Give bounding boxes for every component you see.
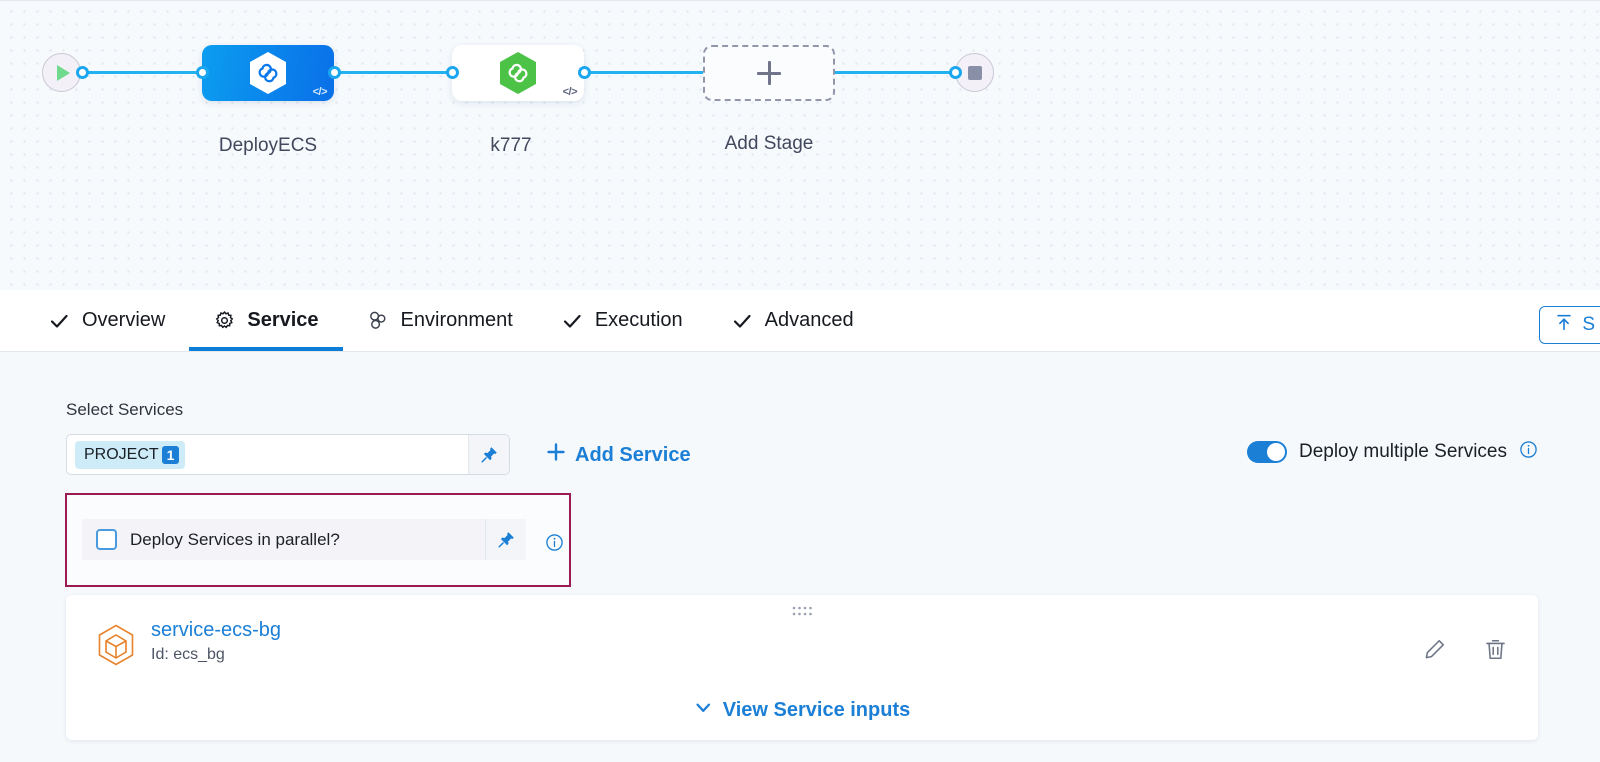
canvas-top-divider	[0, 0, 1600, 1]
tab-label: Service	[247, 309, 319, 331]
stage1-input-port[interactable]	[196, 66, 209, 79]
stage-node-deployecs[interactable]: </>	[202, 45, 334, 101]
selected-service-tag-label: PROJECT	[84, 445, 159, 463]
pin-button-services[interactable]	[468, 435, 509, 474]
service-select-input[interactable]: PROJECT 1	[66, 434, 510, 475]
stage-hexagon-icon	[500, 52, 536, 94]
parallel-deploy-row[interactable]: Deploy Services in parallel?	[82, 519, 526, 560]
service-card-actions	[1422, 637, 1508, 667]
edge-stage1-to-stage2	[334, 71, 459, 74]
service-name-link[interactable]: service-ecs-bg	[151, 619, 282, 641]
code-view-icon[interactable]: </>	[562, 86, 578, 98]
edge-start-to-stage1	[86, 71, 206, 74]
stage-tabbar: Overview Service Environment	[0, 290, 1600, 352]
selected-service-tag[interactable]: PROJECT 1	[75, 440, 186, 469]
add-stage-label: Add Stage	[724, 133, 814, 154]
stage2-output-port[interactable]	[578, 66, 591, 79]
view-service-inputs-button[interactable]: View Service inputs	[694, 698, 911, 723]
edge-stage2-to-addstage	[583, 71, 713, 74]
stage-label-k777: k777	[490, 135, 532, 156]
play-icon	[57, 64, 70, 81]
cluster-icon	[367, 310, 389, 332]
view-service-inputs-label: View Service inputs	[722, 699, 911, 721]
deploy-multiple-services-row[interactable]: Deploy multiple Services	[1246, 440, 1538, 464]
stage2-input-port[interactable]	[446, 66, 459, 79]
selected-service-tag-count: 1	[161, 445, 180, 464]
select-services-label: Select Services	[66, 400, 184, 419]
tab-environment[interactable]: Environment	[343, 290, 537, 351]
deploy-multiple-services-label: Deploy multiple Services	[1298, 441, 1507, 462]
add-service-button[interactable]: Add Service	[546, 442, 691, 468]
chevron-down-icon	[694, 698, 713, 723]
deploy-parallel-label: Deploy Services in parallel?	[130, 529, 340, 549]
drag-handle-icon[interactable]	[792, 604, 812, 622]
stop-icon	[967, 65, 982, 80]
stage-hexagon-icon	[250, 52, 286, 94]
edge-addstage-to-end	[830, 71, 965, 74]
check-icon	[561, 310, 583, 332]
stage-node-k777[interactable]: </>	[452, 45, 584, 101]
edit-icon[interactable]	[1422, 637, 1447, 667]
tab-advanced[interactable]: Advanced	[707, 290, 878, 351]
start-node[interactable]	[42, 53, 81, 92]
service-hexagon-icon	[97, 624, 135, 671]
start-node-port[interactable]	[76, 66, 89, 79]
deploy-parallel-checkbox[interactable]	[96, 529, 117, 550]
end-node-port[interactable]	[949, 66, 962, 79]
tab-label: Advanced	[764, 309, 854, 331]
tab-service[interactable]: Service	[189, 290, 343, 351]
export-button[interactable]: S	[1539, 306, 1600, 344]
parallel-deploy-highlight: Deploy Services in parallel?	[65, 493, 571, 587]
add-service-label: Add Service	[575, 443, 691, 466]
check-icon	[48, 310, 70, 332]
tab-execution[interactable]: Execution	[537, 290, 707, 351]
info-icon[interactable]	[545, 533, 564, 552]
info-icon[interactable]	[1519, 440, 1538, 464]
service-card: service-ecs-bg Id: ecs_bg	[66, 595, 1538, 740]
tab-label: Overview	[82, 309, 166, 331]
gear-icon	[213, 310, 235, 332]
tab-label: Environment	[400, 309, 513, 331]
toggle-knob	[1266, 443, 1285, 461]
service-id-text: Id: ecs_bg	[151, 646, 225, 663]
stage-label-deployecs: DeployECS	[218, 135, 318, 156]
deploy-multiple-services-toggle[interactable]	[1246, 441, 1287, 463]
stage1-output-port[interactable]	[328, 66, 341, 79]
upload-icon	[1554, 312, 1574, 338]
plus-icon	[546, 442, 566, 468]
delete-icon[interactable]	[1483, 637, 1508, 667]
export-button-label: S	[1582, 314, 1595, 335]
tab-label: Execution	[594, 309, 683, 331]
pin-icon	[498, 532, 514, 548]
pin-icon	[481, 447, 497, 463]
code-view-icon[interactable]: </>	[312, 86, 328, 98]
tab-overview[interactable]: Overview	[24, 290, 189, 351]
pipeline-canvas[interactable]: </> DeployECS </> k777 Add Stage	[0, 0, 1600, 290]
plus-icon-horizontal	[757, 71, 781, 75]
check-icon	[731, 310, 753, 332]
pin-button-parallel[interactable]	[485, 519, 526, 560]
add-stage-button[interactable]	[703, 45, 835, 101]
service-panel: Select Services PROJECT 1 Add Serv	[0, 352, 1600, 762]
